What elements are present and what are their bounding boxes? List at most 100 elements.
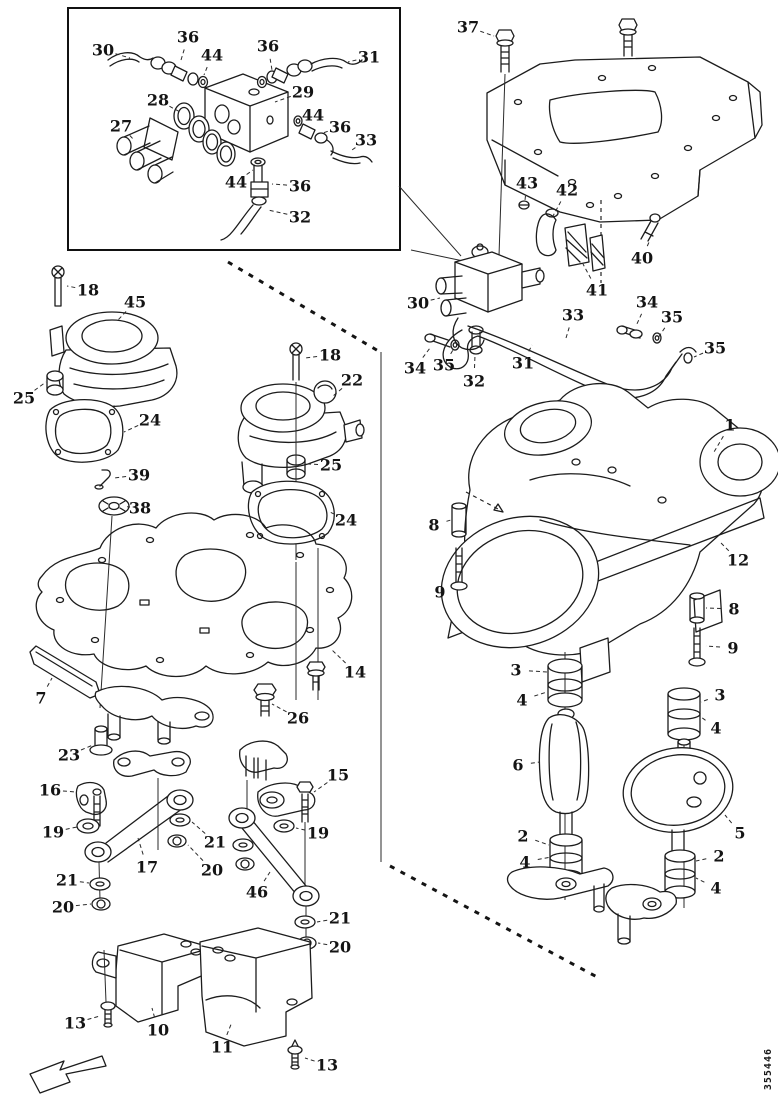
gasket-center <box>247 480 335 545</box>
part-callout-20: 20 <box>52 898 74 917</box>
part-callout-34: 34 <box>636 293 658 312</box>
part-callout-31: 31 <box>512 354 534 373</box>
callout-leader-35 <box>450 349 454 355</box>
callout-leader-39 <box>113 476 127 479</box>
callout-leader-26 <box>271 703 287 713</box>
callout-leader-20 <box>187 844 204 861</box>
callout-leader-24 <box>123 424 139 433</box>
callout-leader-1 <box>713 435 724 453</box>
part-callout-37: 37 <box>457 18 479 37</box>
part-callout-43: 43 <box>516 174 538 193</box>
callout-leader-12 <box>719 541 730 552</box>
part-callout-36: 36 <box>177 28 199 47</box>
part-callout-25: 25 <box>320 456 342 475</box>
callout-leader-9 <box>705 645 721 648</box>
callout-leader-4 <box>700 716 706 721</box>
callout-leader-36 <box>269 58 273 71</box>
part-callout-40: 40 <box>631 249 653 268</box>
callout-leader-17 <box>137 837 144 855</box>
part-callout-1: 1 <box>724 416 735 435</box>
callout-leader-28 <box>169 105 181 113</box>
part-callout-39: 39 <box>128 466 150 485</box>
callout-leader-5 <box>724 814 733 824</box>
callout-leader-21 <box>191 821 206 834</box>
callout-leader-3 <box>528 670 548 673</box>
callout-leader-34 <box>422 347 431 358</box>
callout-leader-13 <box>87 1015 101 1020</box>
support-arm <box>94 685 214 745</box>
part-callout-13: 13 <box>64 1014 86 1033</box>
callout-leader-8 <box>705 607 722 610</box>
callout-leader-44 <box>203 66 208 76</box>
part-callout-3: 3 <box>714 686 725 705</box>
part-callout-4: 4 <box>516 691 527 710</box>
callout-leader-19 <box>295 827 306 831</box>
part-callout-25: 25 <box>13 389 35 408</box>
part-callout-4: 4 <box>710 719 721 738</box>
part-callout-21: 21 <box>329 909 351 928</box>
callout-leader-4 <box>537 856 552 861</box>
part-callout-14: 14 <box>344 663 366 682</box>
callout-leader-7 <box>46 677 53 687</box>
callout-leader-34 <box>635 313 643 327</box>
part-callout-35: 35 <box>433 356 455 375</box>
callout-leader-44 <box>246 169 254 175</box>
callout-leader-32 <box>474 354 476 369</box>
callout-leader-6 <box>530 761 541 764</box>
part-callout-19: 19 <box>42 823 64 842</box>
bracket-7 <box>29 645 101 699</box>
part-callout-5: 5 <box>734 824 745 843</box>
part-callout-18: 18 <box>77 281 99 300</box>
part-callout-13: 13 <box>316 1056 338 1075</box>
callout-leader-21 <box>79 881 90 884</box>
part-callout-30: 30 <box>92 41 114 60</box>
part-callout-7: 7 <box>35 689 46 708</box>
part-callout-20: 20 <box>201 861 223 880</box>
part-callout-42: 42 <box>556 181 578 200</box>
spacers-and-bolts-8-9 <box>450 502 706 667</box>
part-callout-10: 10 <box>147 1021 169 1040</box>
part-callout-33: 33 <box>562 306 584 325</box>
callout-leader-46 <box>263 871 271 882</box>
callout-leader-18 <box>66 285 76 289</box>
inset-manifold-assembly <box>107 52 373 241</box>
part-callout-8: 8 <box>428 516 439 535</box>
pump-center <box>237 342 365 560</box>
inset-box <box>67 7 401 251</box>
part-callout-28: 28 <box>147 91 169 110</box>
callout-leader-13 <box>304 1057 315 1062</box>
callout-leader-33 <box>351 147 356 151</box>
callout-leader-30 <box>115 53 131 59</box>
callout-leader-27 <box>129 135 135 141</box>
callout-leader-35 <box>657 327 666 339</box>
plate-bolts-26 <box>253 661 326 717</box>
callout-leader-33 <box>565 327 570 339</box>
callout-leader-35 <box>693 352 704 358</box>
part-callout-9: 9 <box>434 583 445 602</box>
part-callout-26: 26 <box>287 709 309 728</box>
callout-leader-2 <box>535 839 550 846</box>
part-callout-24: 24 <box>139 411 161 430</box>
orientation-arrow <box>29 1055 107 1094</box>
callout-leader-31 <box>528 344 533 352</box>
callout-leader-29 <box>274 95 291 103</box>
valve-mount-parts <box>518 200 661 272</box>
callout-leader-18 <box>304 356 318 359</box>
part-callout-17: 17 <box>136 858 158 877</box>
part-callout-22: 22 <box>341 371 363 390</box>
bolts-13 <box>100 1001 303 1070</box>
callout-leader-30 <box>430 297 441 301</box>
part-callout-36: 36 <box>329 118 351 137</box>
callout-leader-20 <box>75 903 92 907</box>
part-callout-32: 32 <box>463 372 485 391</box>
part-callout-45: 45 <box>124 293 146 312</box>
callout-leader-37 <box>480 30 495 37</box>
callout-leader-8 <box>446 519 452 522</box>
clip-39-washer-38 <box>94 469 130 709</box>
linkage-group <box>75 725 320 950</box>
inset-pointer-lines <box>398 185 469 263</box>
part-callout-33: 33 <box>355 131 377 150</box>
callout-leader-31 <box>347 59 357 63</box>
part-callout-38: 38 <box>129 499 151 518</box>
